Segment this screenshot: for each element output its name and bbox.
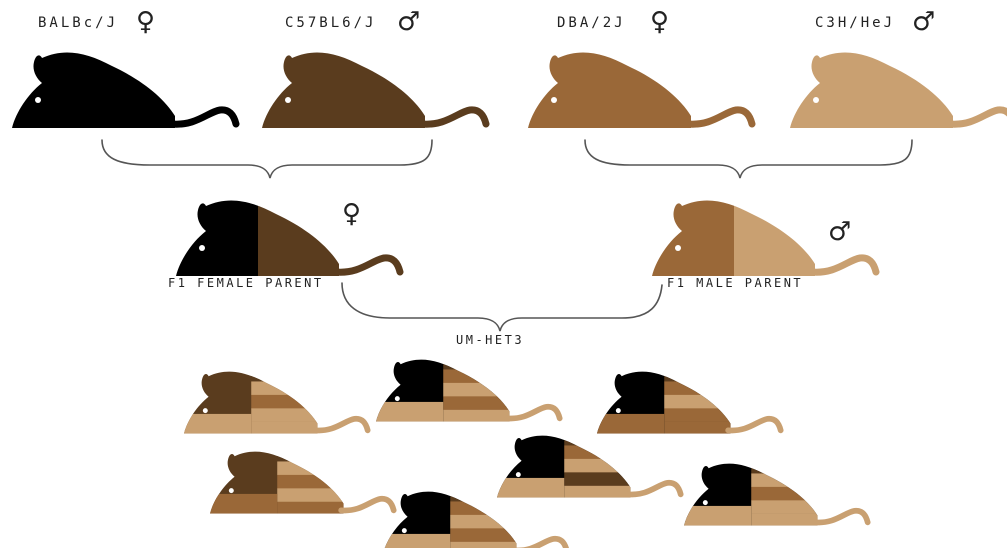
offspring-label: UM-HET3 <box>456 333 524 347</box>
female-symbol-icon: ♀ <box>342 199 361 229</box>
strain-label-dba: DBA/2J ♀ <box>557 7 669 37</box>
mouse-eye <box>402 528 407 533</box>
mouse-eye <box>199 245 205 251</box>
mouse-eye <box>203 408 208 413</box>
mouse-eye <box>813 97 819 103</box>
mouse-offspring <box>597 368 781 435</box>
strain-label-c57bl6: C57BL6/J ♂ <box>285 7 420 37</box>
mouse-eye <box>229 488 234 493</box>
strain-name: C3H/HeJ <box>815 15 895 31</box>
male-symbol-icon: ♂ <box>397 7 420 37</box>
male-symbol-icon: ♂ <box>912 7 935 37</box>
mouse-c57bl6 <box>262 52 486 128</box>
mouse-offspring <box>684 460 868 527</box>
mouse-c3h <box>790 52 1007 128</box>
mouse-eye <box>395 396 400 401</box>
mouse-eye <box>703 500 708 505</box>
strain-name: C57BL6/J <box>285 15 376 31</box>
cross-brace-right <box>585 140 912 178</box>
female-symbol-icon: ♀ <box>650 7 669 37</box>
f1-male-parent-label: F1 MALE PARENT <box>667 276 803 290</box>
mouse-eye <box>616 408 621 413</box>
strain-name: DBA/2J <box>557 15 626 31</box>
mouse-dba <box>528 52 752 128</box>
mouse-f1-female <box>176 196 400 278</box>
mouse-offspring <box>184 368 368 435</box>
male-symbol-icon: ♂ <box>828 217 851 247</box>
f1-female-parent-label: F1 FEMALE PARENT <box>168 276 324 290</box>
cross-brace-bottom <box>342 283 662 331</box>
mouse-eye <box>35 97 41 103</box>
strain-label-balbc: BALBc/J ♀ <box>38 7 155 37</box>
female-symbol-icon: ♀ <box>136 7 155 37</box>
mouse-eye <box>551 97 557 103</box>
mouse-offspring <box>497 432 681 499</box>
mouse-eye <box>516 472 521 477</box>
mouse-offspring <box>376 356 560 423</box>
strain-name: BALBc/J <box>38 15 118 31</box>
mouse-balbc <box>12 52 236 128</box>
mouse-offspring <box>210 448 394 515</box>
strain-label-c3h: C3H/HeJ ♂ <box>815 7 935 37</box>
cross-brace-left <box>102 140 432 178</box>
mouse-eye <box>285 97 291 103</box>
mouse-eye <box>675 245 681 251</box>
